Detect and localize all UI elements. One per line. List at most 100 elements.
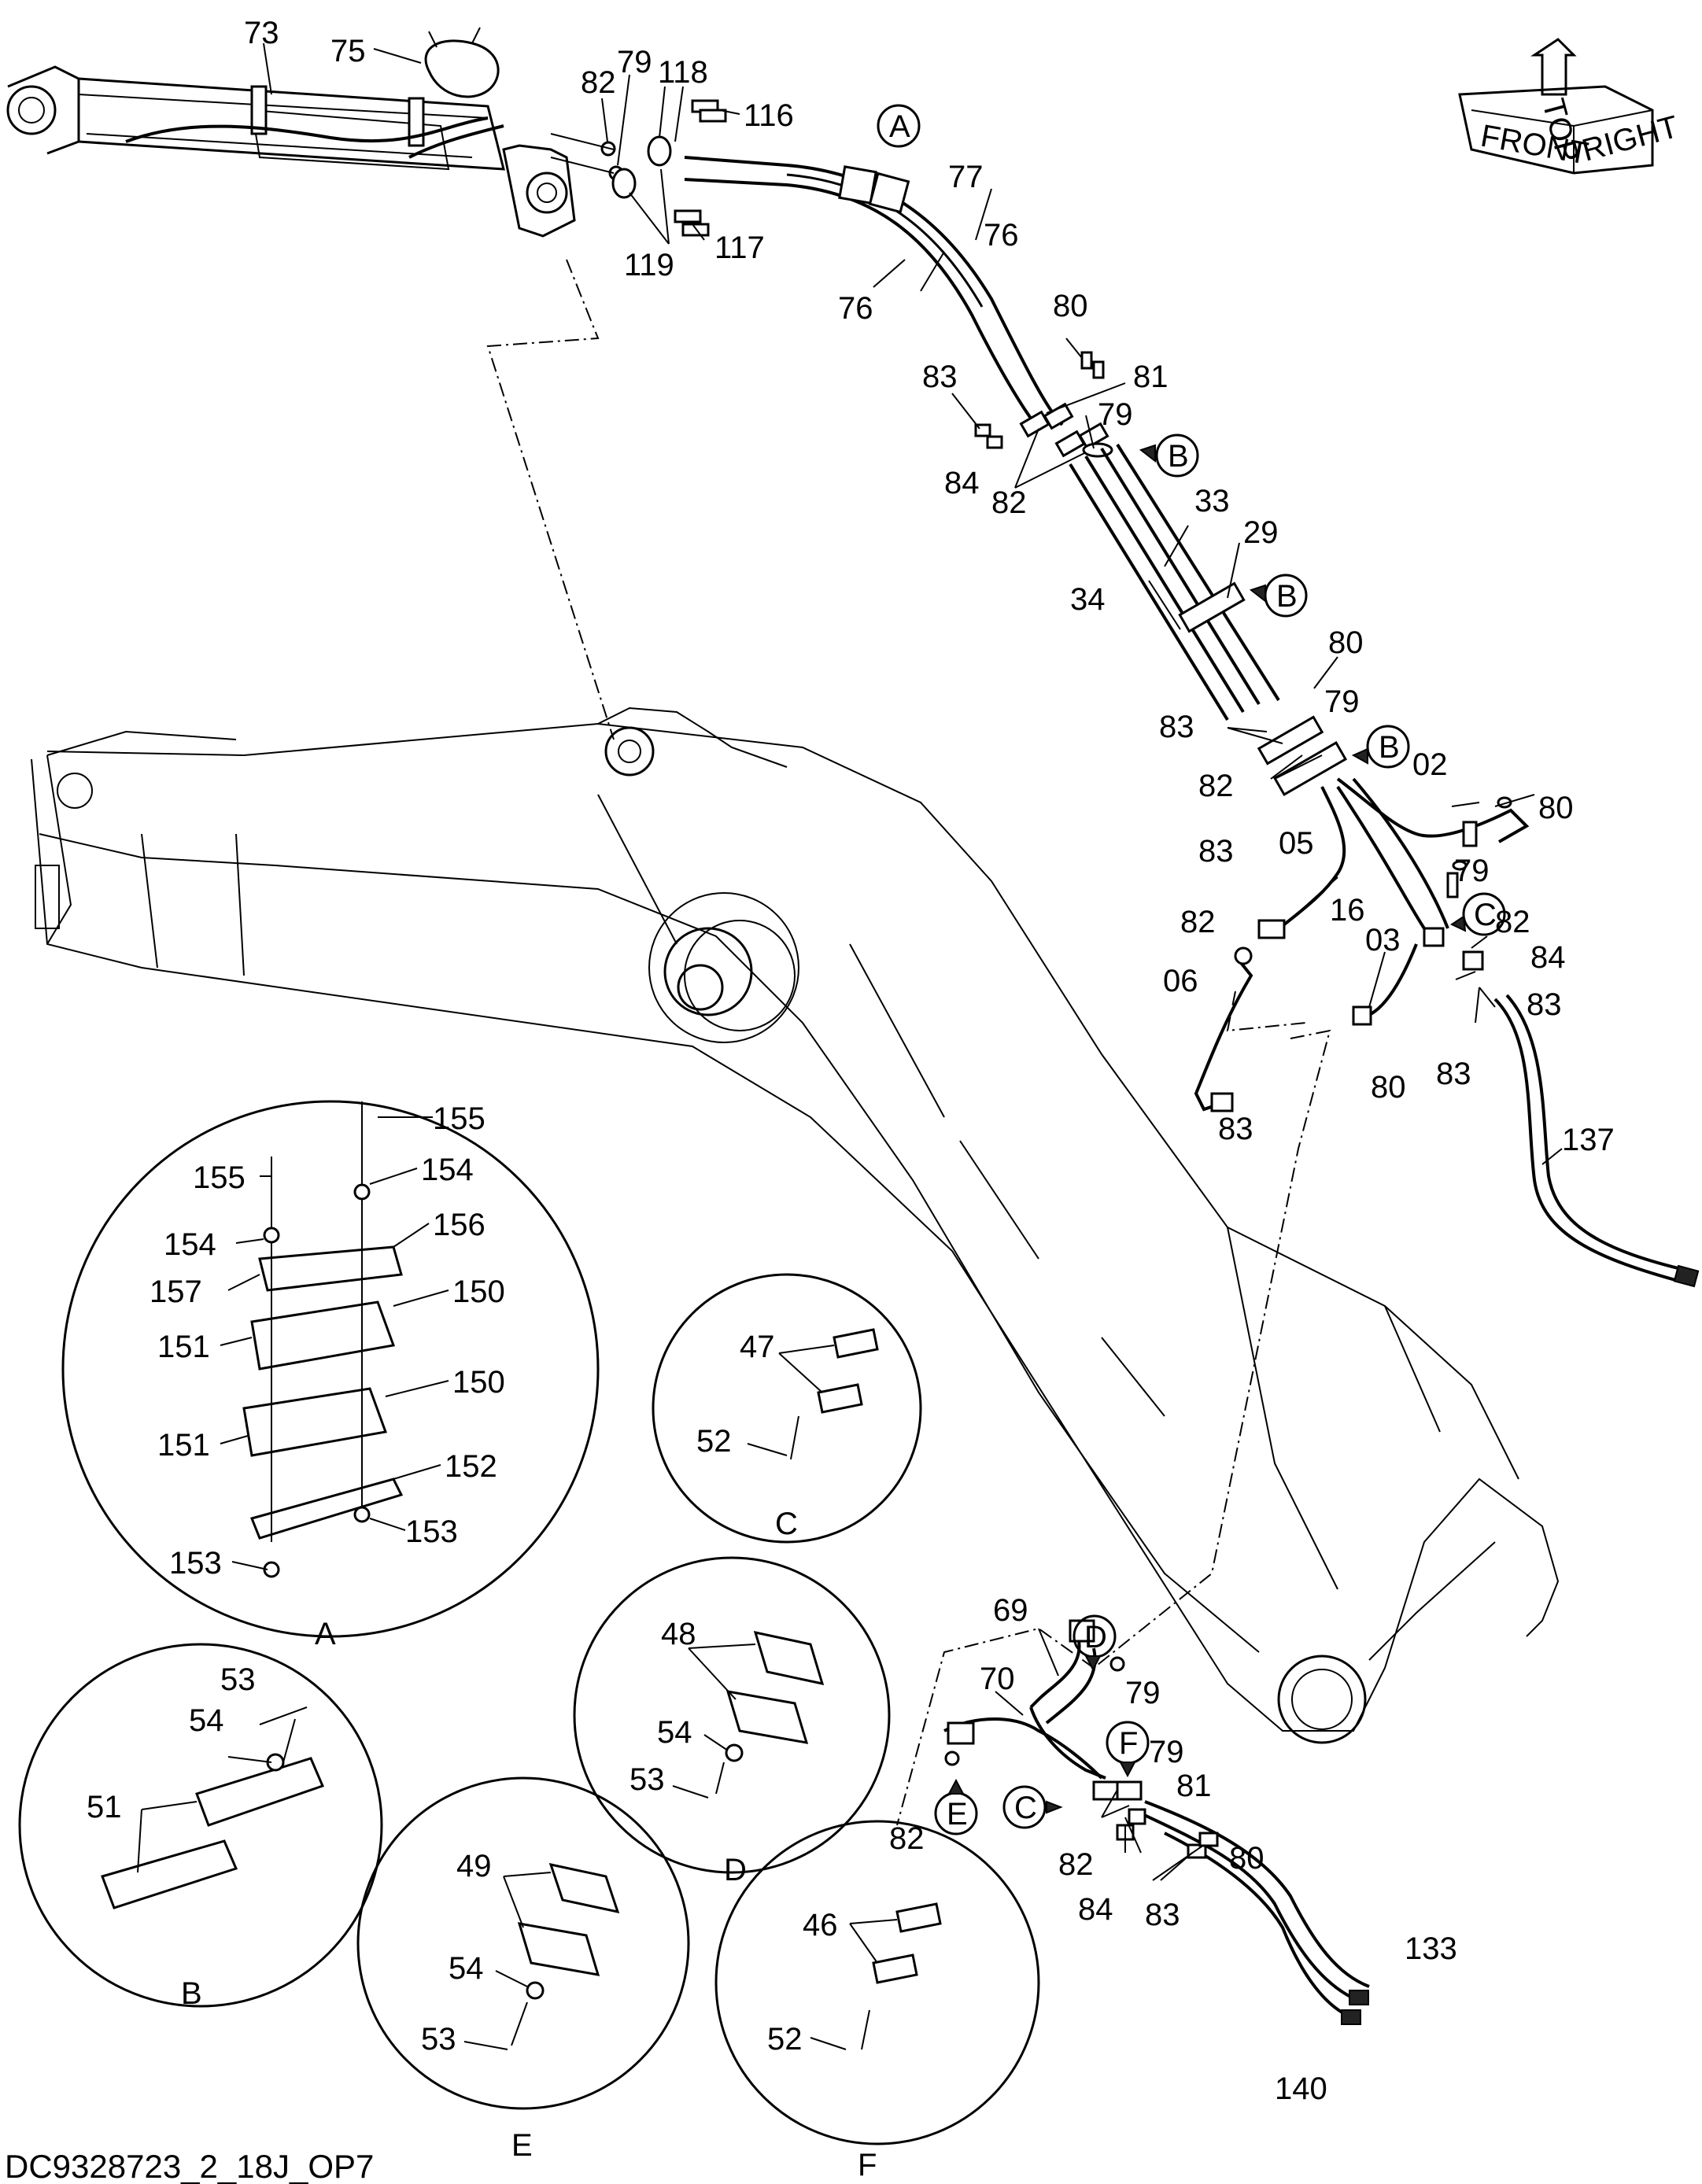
cylinder-fittings (550, 99, 727, 237)
part-label: 02 (1412, 747, 1448, 782)
boom-pivot (648, 892, 799, 1043)
detail-C: C 47 52 (652, 1273, 922, 1544)
part-label: 34 (1070, 582, 1106, 617)
detail-B: B 53 54 51 (18, 1643, 383, 2011)
detail-C-label-47: 47 (740, 1330, 775, 1364)
part-label: 33 (1194, 484, 1230, 518)
part-label: 83 (1436, 1057, 1471, 1091)
detail-A-label-150a: 150 (452, 1275, 505, 1309)
part-label: 83 (1527, 987, 1562, 1022)
part-label: 05 (1279, 826, 1314, 861)
part-label: 82 (1495, 905, 1530, 939)
svg-text:F: F (1119, 1726, 1138, 1761)
part-label: 80 (1371, 1070, 1406, 1105)
detail-D-caption: D (724, 1853, 747, 1887)
svg-text:A: A (889, 109, 910, 144)
callout-D: D (1073, 1614, 1117, 1672)
boom-outline (31, 706, 1560, 1744)
detail-B-label-53: 53 (220, 1662, 256, 1697)
label-leaders (263, 42, 1563, 1881)
part-label: 03 (1365, 923, 1401, 957)
detail-E-label-54: 54 (449, 1951, 484, 1986)
part-label: 83 (1159, 710, 1194, 744)
part-label: 82 (1198, 769, 1234, 803)
part-label: 29 (1243, 515, 1279, 550)
detail-D-label-48: 48 (661, 1617, 696, 1651)
detail-C-label-52: 52 (696, 1424, 732, 1459)
detail-A-label-157: 157 (150, 1275, 202, 1309)
callout-B-3: B (1351, 725, 1410, 769)
drawing-id: DC9328723_2_18J_OP7 (5, 2148, 374, 2184)
detail-D-label-54: 54 (657, 1715, 692, 1750)
detail-B-label-51: 51 (87, 1790, 122, 1824)
part-labels: 73 75 82 79 118 116 117 119 77 76 76 80 … (244, 16, 1615, 2106)
part-label: 80 (1053, 289, 1088, 323)
detail-D: D 48 54 53 (573, 1556, 891, 1887)
part-label: 116 (744, 98, 794, 133)
detail-F: F 46 52 (714, 1820, 1040, 2182)
part-label: 79 (1149, 1735, 1184, 1769)
callout-C-2: C (1002, 1785, 1063, 1829)
part-label: 80 (1538, 791, 1574, 825)
callout-F: F (1106, 1721, 1150, 1778)
svg-text:E: E (947, 1797, 968, 1832)
detail-A-label-156: 156 (433, 1208, 485, 1242)
callout-B-2: B (1249, 574, 1308, 618)
part-label: 79 (1098, 397, 1133, 432)
part-label: 79 (1454, 854, 1490, 888)
svg-text:C: C (1014, 1791, 1037, 1825)
detail-A: A 155 155 154 154 156 157 150 151 150 15… (61, 1100, 600, 1651)
part-label: 79 (617, 45, 652, 79)
orientation-indicator: FRONT TOP RIGHT (1458, 38, 1682, 175)
part-label: 117 (714, 231, 765, 265)
callout-B-1: B (1139, 433, 1199, 478)
detail-A-label-155b: 155 (193, 1160, 246, 1195)
callout-E: E (934, 1778, 978, 1835)
part-label: 80 (1328, 625, 1364, 660)
detail-A-label-155a: 155 (433, 1101, 485, 1136)
detail-D-label-53: 53 (629, 1762, 665, 1797)
detail-F-label-52: 52 (767, 2022, 803, 2057)
detail-A-label-150b: 150 (452, 1365, 505, 1400)
detail-A-label-154b: 154 (164, 1227, 216, 1262)
detail-B-label-54: 54 (189, 1703, 224, 1738)
part-label: 79 (1125, 1676, 1161, 1710)
callout-C-1: C (1449, 892, 1506, 936)
part-label: 82 (1180, 905, 1216, 939)
callout-circles: A B B B C D F (877, 104, 1506, 1835)
detail-F-label-46: 46 (803, 1908, 838, 1942)
part-label: 81 (1133, 360, 1169, 394)
arm-cylinder (6, 65, 576, 238)
part-label: 83 (922, 360, 958, 394)
svg-text:B: B (1168, 439, 1189, 474)
detail-A-label-153b: 153 (169, 1546, 222, 1581)
callout-A: A (877, 104, 921, 148)
detail-A-label-154a: 154 (421, 1153, 474, 1187)
clamp-75 (424, 27, 500, 98)
part-label: 75 (330, 34, 366, 68)
part-label: 70 (980, 1662, 1015, 1696)
part-label: 06 (1163, 964, 1198, 998)
detail-B-caption: B (181, 1976, 202, 2011)
part-label: 77 (948, 160, 984, 194)
svg-text:B: B (1276, 579, 1298, 614)
part-label: 76 (838, 291, 873, 326)
part-label: 137 (1562, 1123, 1615, 1157)
part-label: 84 (944, 466, 980, 500)
bottom-piping (943, 1619, 1143, 1801)
part-label: 133 (1405, 1931, 1457, 1966)
svg-text:B: B (1379, 730, 1400, 765)
part-label: 69 (993, 1593, 1028, 1628)
lower-piping (1194, 777, 1530, 1112)
detail-C-caption: C (775, 1507, 798, 1541)
part-label: 73 (244, 16, 279, 50)
detail-A-label-151a: 151 (157, 1330, 210, 1364)
orientation-right: RIGHT (1578, 109, 1682, 168)
part-label: 84 (1530, 940, 1566, 975)
svg-text:D: D (1084, 1620, 1107, 1655)
leader-lines (486, 259, 1331, 1826)
detail-E-caption: E (511, 2128, 533, 2163)
part-label: 83 (1145, 1898, 1180, 1932)
part-label: 16 (1330, 893, 1365, 928)
